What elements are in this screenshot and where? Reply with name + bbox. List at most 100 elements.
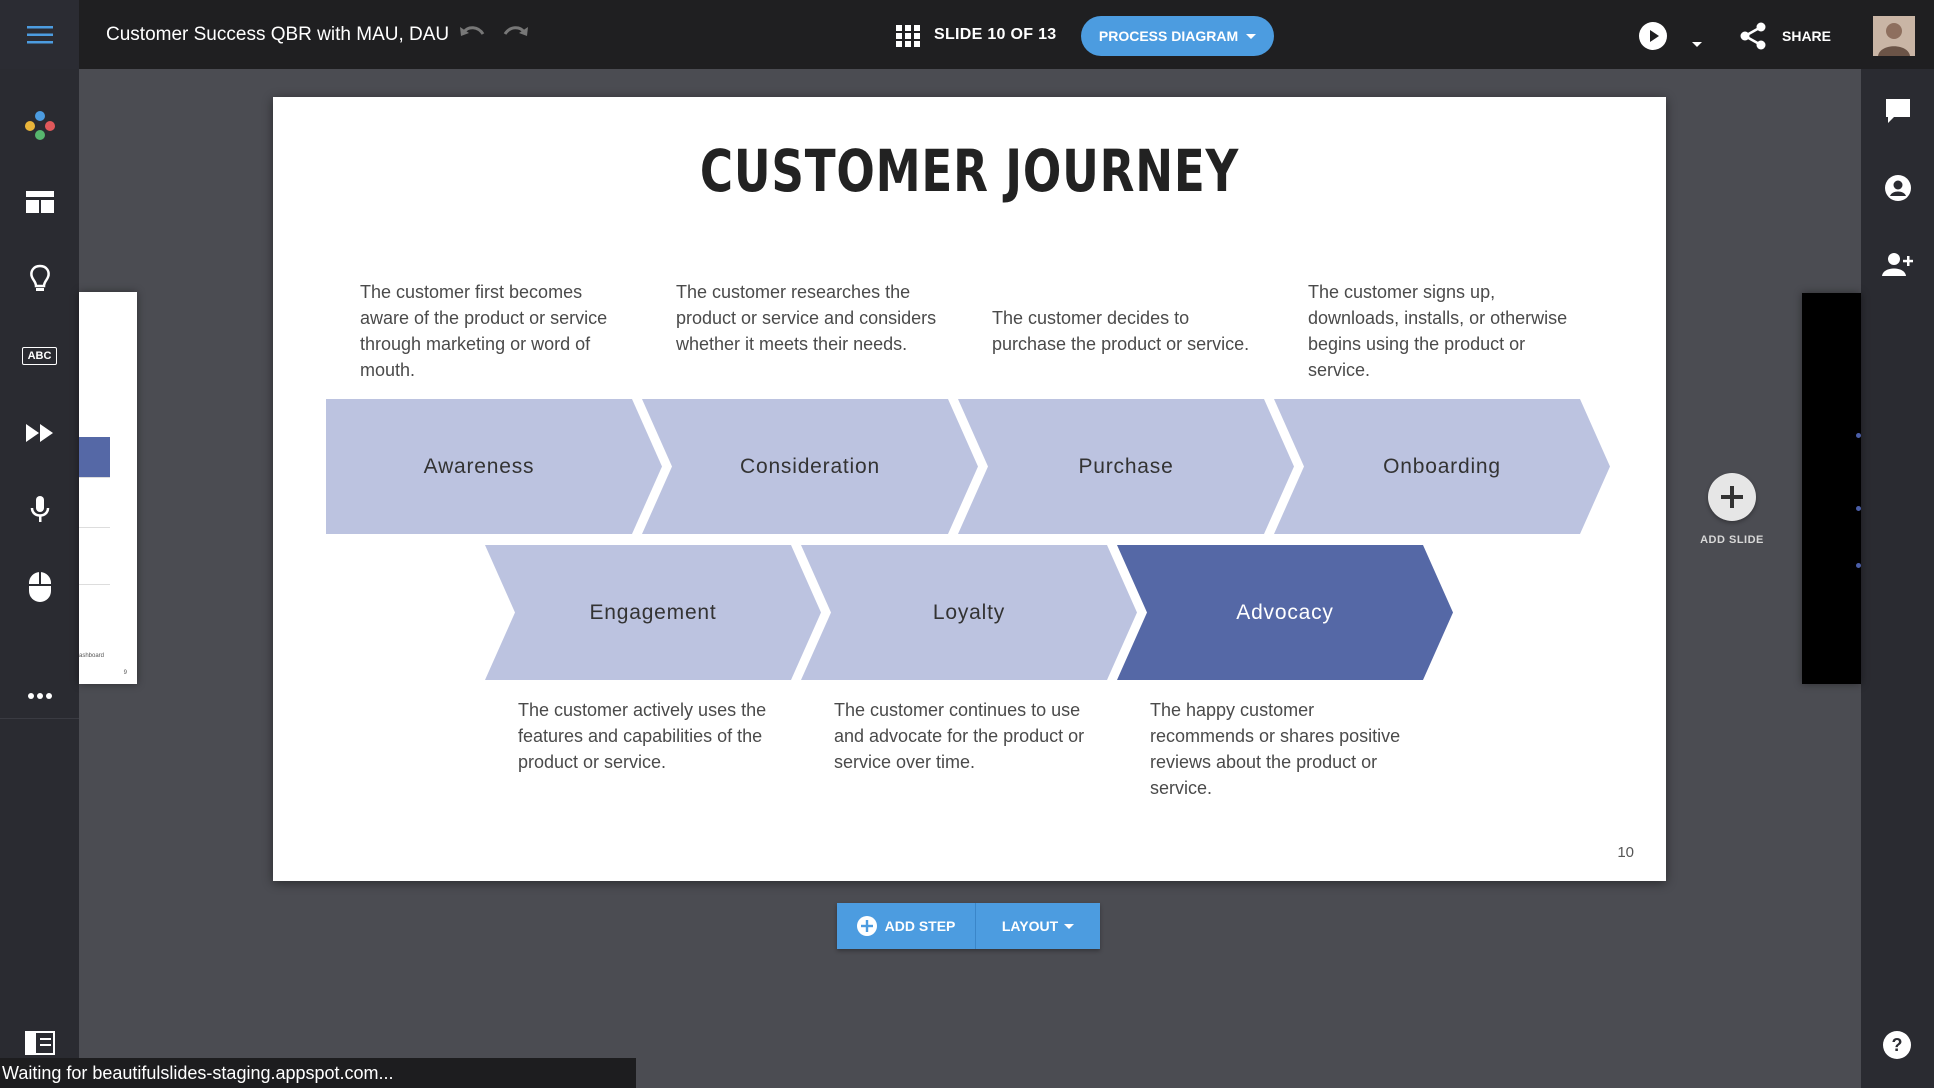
animation-button[interactable] [0,403,79,463]
step-description-engagement[interactable]: The customer actively uses the features … [518,700,767,772]
step-description-consideration[interactable]: The customer researches the product or s… [676,282,937,354]
step-label: Awareness [423,454,535,478]
redo-icon [503,26,528,36]
account-circle-icon [1884,175,1911,201]
chevron-shape [1117,545,1453,680]
add-user-icon [1881,253,1913,276]
next-slide-thumbnail[interactable] [1802,293,1861,684]
slide-canvas[interactable]: CUSTOMER JOURNEY The customer first beco… [273,97,1666,881]
undo-button[interactable] [458,22,486,46]
diagram-type-dropdown[interactable]: PROCESS DIAGRAM [1081,16,1274,56]
microphone-icon [30,496,49,522]
more-dots-icon [27,693,52,699]
step-description-awareness[interactable]: The customer first becomes aware of the … [360,282,608,380]
slide-page-number: 10 [1617,844,1634,861]
chevron-shape [801,545,1137,680]
plus-circle-icon [856,916,877,936]
account-button[interactable] [1858,158,1934,218]
share-icon [1740,22,1766,50]
rail-divider [0,718,79,719]
left-toolbar: ABC [0,69,79,1088]
chevron-shape [642,399,978,534]
chevron-shape [958,399,1294,534]
avatar[interactable] [1873,16,1915,56]
share-label[interactable]: SHARE [1782,28,1832,44]
chevron-down-icon [1692,42,1702,47]
voiceover-button[interactable] [0,480,79,540]
mouse-icon [28,572,51,602]
more-options-button[interactable] [0,666,79,726]
abc-icon: ABC [21,347,58,365]
fast-forward-icon [25,424,53,442]
svg-text:?: ? [1892,1035,1903,1055]
document-title[interactable]: Customer Success QBR with MAU, DAU [106,24,450,45]
diagram-toolbar: ADD STEP LAYOUT [837,903,1100,949]
chevron-shape [1274,399,1610,534]
step-label: Loyalty [932,600,1006,624]
step-engagement[interactable]: Engagement [485,545,821,680]
step-label: Purchase [1078,454,1174,478]
hamburger-menu-button[interactable] [0,0,79,69]
thumb-bar [79,437,110,477]
top-bar: Customer Success QBR with MAU, DAU SLIDE… [0,0,1934,69]
step-description-onboarding[interactable]: The customer signs up, downloads, instal… [1308,282,1568,380]
theme-palette-button[interactable] [0,95,79,155]
layout-label: LAYOUT [1001,918,1059,934]
play-icon [1639,22,1667,50]
present-button[interactable] [1639,22,1667,55]
add-slide-button[interactable] [1708,473,1756,521]
help-button[interactable]: ? [1882,1030,1912,1065]
step-description-advocacy[interactable]: The happy customer recommends or shares … [1150,700,1401,798]
hamburger-icon [26,25,53,43]
share-button[interactable] [1739,22,1767,55]
chevron-down-icon [1246,33,1257,39]
redo-button[interactable] [502,22,530,46]
step-loyalty[interactable]: Loyalty [801,545,1137,680]
chevron-shape [485,545,821,680]
add-collaborator-button[interactable] [1858,235,1934,295]
slide-title[interactable]: CUSTOMER JOURNEY [699,137,1240,205]
thumb-text: ashboard [79,653,105,659]
chevron-down-icon [1064,923,1075,929]
step-onboarding[interactable]: Onboarding [1274,399,1610,534]
interactivity-button[interactable] [0,557,79,617]
add-step-button[interactable]: ADD STEP [837,903,976,949]
chevron-shape [326,399,662,534]
step-purchase[interactable]: Purchase [958,399,1294,534]
layout-button[interactable] [0,172,79,232]
comments-button[interactable] [1858,81,1934,141]
previous-slide-thumbnail[interactable]: ashboard 9 [79,292,137,684]
browser-status-bar: Waiting for beautifulslides-staging.apps… [0,1058,636,1088]
add-slide-label: ADD SLIDE [1700,534,1764,546]
user-avatar-icon [1873,16,1915,56]
help-icon: ? [1883,1031,1911,1059]
step-label: Advocacy [1236,600,1334,624]
slide-counter: SLIDE 10 OF 13 [934,26,1057,43]
add-step-label: ADD STEP [884,918,956,934]
step-description-loyalty[interactable]: The customer continues to use and advoca… [834,700,1085,772]
thumb-page-number: 9 [123,670,127,676]
thumb-dot [1856,506,1861,511]
step-awareness[interactable]: Awareness [326,399,662,534]
step-consideration[interactable]: Consideration [642,399,978,534]
layout-dropdown[interactable]: LAYOUT [976,903,1100,949]
lightbulb-icon [29,264,50,291]
ideas-button[interactable] [0,249,79,309]
plus-icon [1721,486,1743,508]
comment-icon [1885,99,1910,123]
palette-icon [24,111,55,140]
thumb-dot [1856,433,1861,438]
text-styles-button[interactable]: ABC [0,326,79,386]
slide-panel-toggle-button[interactable] [0,1013,79,1073]
diagram-type-label: PROCESS DIAGRAM [1098,28,1239,44]
slide-grid-button[interactable] [896,25,920,52]
thumb-line [79,584,110,585]
step-label: Engagement [589,600,717,624]
step-label: Onboarding [1383,454,1501,478]
step-advocacy[interactable]: Advocacy [1117,545,1453,680]
thumb-line [79,477,110,478]
undo-icon [460,26,485,36]
present-options-button[interactable] [1692,34,1702,52]
step-description-purchase[interactable]: The customer decides to purchase the pro… [992,308,1250,354]
thumb-dot [1856,563,1861,568]
